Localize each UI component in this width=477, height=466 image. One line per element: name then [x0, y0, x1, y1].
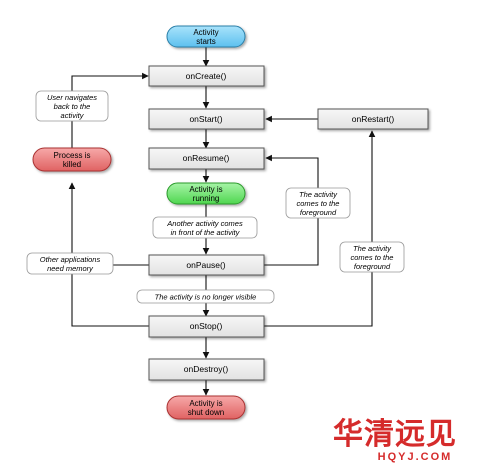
onstop-label: onStop(): [190, 321, 223, 331]
pill-shutdown-line1: Activity is: [189, 399, 222, 408]
note-user-navigates-line1: User navigates: [47, 93, 97, 102]
activity-running-pill: Activity is running: [166, 182, 246, 205]
note-no-longer-visible: The activity is no longer visible: [136, 289, 275, 304]
ondestroy-label: onDestroy(): [184, 364, 229, 374]
note-other-applications-line1: Other applications: [40, 255, 101, 264]
note-user-navigates-line3: activity: [61, 111, 85, 120]
activity-starts-pill: Activity starts: [166, 25, 246, 48]
onstop-box: onStop(): [148, 315, 265, 338]
note-another-activity: Another activity comes in front of the a…: [152, 216, 258, 239]
onstart-label: onStart(): [189, 114, 222, 124]
onstart-box: onStart(): [148, 108, 265, 130]
note-foreground-lower-line3: foreground: [354, 262, 391, 271]
note-foreground-lower-line2: comes to the: [351, 253, 394, 262]
connectors: [68, 47, 376, 396]
watermark-chinese-text: 华清远见: [333, 417, 457, 452]
watermark-logo: 华清远见 HQYJ.COM: [333, 417, 457, 463]
watermark-site-text: HQYJ.COM: [378, 451, 453, 463]
note-foreground-lower-line1: The activity: [353, 244, 392, 253]
line-onstop-to-killed: [71, 265, 149, 327]
pill-killed-line1: Process is: [54, 151, 91, 160]
note-foreground-lower: The activity comes to the foreground: [339, 241, 405, 273]
note-other-applications: Other applications need memory: [26, 252, 114, 275]
oncreate-label: onCreate(): [186, 71, 227, 81]
arrow-killed-to-oncreate: [71, 72, 149, 148]
note-other-applications-line2: need memory: [47, 264, 94, 273]
arrow-onstop-to-onrestart: [264, 130, 376, 327]
note-user-navigates-line2: back to the: [54, 102, 91, 111]
activity-shutdown-pill: Activity is shut down: [166, 395, 246, 420]
onpause-box: onPause(): [148, 254, 265, 276]
note-foreground-upper: The activity comes to the foreground: [285, 187, 351, 219]
onresume-box: onResume(): [148, 147, 265, 170]
process-killed-pill: Process is killed: [32, 147, 112, 172]
ondestroy-box: onDestroy(): [148, 358, 265, 381]
oncreate-box: onCreate(): [148, 65, 265, 87]
onrestart-box: onRestart(): [317, 108, 429, 130]
pill-start-line2: starts: [196, 37, 216, 46]
note-another-activity-line1: Another activity comes: [166, 219, 243, 228]
note-no-longer-visible-text: The activity is no longer visible: [155, 293, 257, 302]
pill-start-line1: Activity: [193, 28, 218, 37]
note-another-activity-line2: in front of the activity: [171, 228, 241, 237]
note-user-navigates: User navigates back to the activity: [35, 90, 109, 122]
onrestart-label: onRestart(): [352, 114, 395, 124]
pill-running-line1: Activity is: [189, 185, 222, 194]
pill-killed-line2: killed: [63, 160, 81, 169]
onresume-label: onResume(): [183, 153, 230, 163]
note-foreground-upper-line3: foreground: [300, 208, 337, 217]
onpause-label: onPause(): [186, 260, 225, 270]
pill-running-line2: running: [193, 194, 220, 203]
note-foreground-upper-line1: The activity: [299, 190, 338, 199]
note-foreground-upper-line2: comes to the: [297, 199, 340, 208]
pill-shutdown-line2: shut down: [188, 408, 224, 417]
